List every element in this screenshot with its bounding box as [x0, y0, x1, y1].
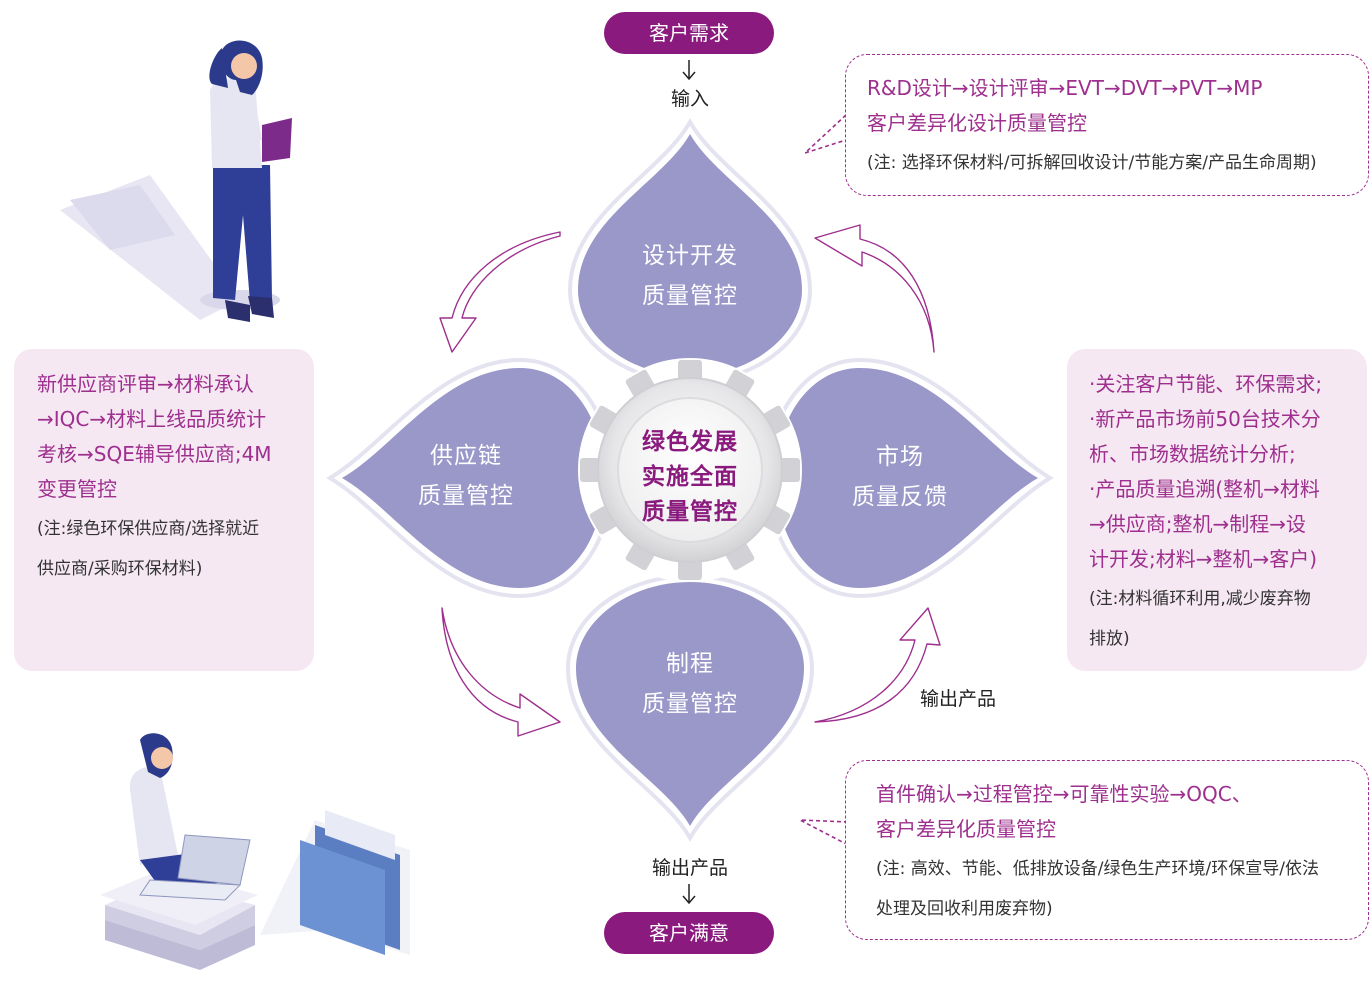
- process-diff-text: 客户差异化质量管控: [876, 817, 1056, 841]
- process-note-1: (注: 高效、节能、低排放设备/绿色生产环境/环保宣导/依法: [876, 859, 1319, 879]
- supply-note-1: (注:绿色环保供应商/选择就近: [37, 519, 260, 539]
- callout-tails: [799, 114, 849, 846]
- design-note: (注: 选择环保材料/可拆解回收设计/节能方案/产品生命周期): [867, 153, 1317, 173]
- market-note-2: 排放): [1089, 629, 1130, 649]
- petal-market-line2: 质量反馈: [852, 484, 948, 510]
- center-line2: 实施全面: [642, 464, 738, 490]
- market-note-1: (注:材料循环利用,减少废弃物: [1089, 589, 1311, 609]
- petal-design: 设计开发 质量管控: [600, 236, 780, 316]
- supply-line-2: →IQC→材料上线品质统计: [37, 407, 267, 431]
- right-output-product-label: 输出产品: [919, 688, 996, 710]
- petal-market: 市场 质量反馈: [810, 437, 990, 517]
- supply-chain-box: 新供应商评审→材料承认 →IQC→材料上线品质统计 考核→SQE辅导供应商;4M…: [14, 349, 314, 671]
- cycle-arrows: [439, 224, 941, 737]
- customer-satisfaction-pill: 客户满意: [604, 912, 774, 954]
- market-line-1: ·关注客户节能、环保需求;: [1089, 372, 1323, 396]
- supply-note-2: 供应商/采购环保材料): [37, 559, 203, 579]
- market-line-2: ·新产品市场前50台技术分: [1089, 407, 1321, 431]
- petal-supply-line1: 供应链: [430, 443, 502, 469]
- supply-line-3: 考核→SQE辅导供应商;4M: [37, 442, 272, 466]
- process-callout: 首件确认→过程管控→可靠性实验→OQC、 客户差异化质量管控 (注: 高效、节能…: [845, 760, 1369, 940]
- design-callout: R&D设计→设计评审→EVT→DVT→PVT→MP 客户差异化设计质量管控 (注…: [845, 54, 1369, 196]
- petal-supply: 供应链 质量管控: [376, 436, 556, 516]
- output-product-label: 输出产品: [651, 857, 728, 879]
- input-label: 输入: [670, 88, 709, 110]
- customer-demand-pill: 客户需求: [604, 12, 774, 54]
- petal-design-line2: 质量管控: [642, 283, 738, 309]
- petal-shapes: [326, 117, 1054, 843]
- supply-line-1: 新供应商评审→材料承认: [37, 372, 254, 396]
- woman-clipboard-illustration: [60, 40, 292, 322]
- petal-design-line1: 设计开发: [642, 243, 738, 269]
- petal-market-line1: 市场: [876, 444, 924, 470]
- process-flow-text: 首件确认→过程管控→可靠性实验→OQC、: [876, 782, 1252, 806]
- center-gear: [578, 358, 802, 582]
- petal-process: 制程 质量管控: [600, 644, 780, 724]
- center-line3: 质量管控: [642, 499, 738, 525]
- market-line-4: ·产品质量追溯(整机→材料: [1089, 477, 1320, 501]
- design-diff-text: 客户差异化设计质量管控: [867, 111, 1087, 135]
- process-note-2: 处理及回收利用废弃物): [876, 899, 1053, 919]
- petal-process-line1: 制程: [666, 651, 714, 677]
- market-line-5: →供应商;整机→制程→设: [1089, 512, 1307, 536]
- man-laptop-illustration: [100, 733, 410, 970]
- market-line-3: 析、市场数据统计分析;: [1089, 442, 1296, 466]
- petal-process-line2: 质量管控: [642, 691, 738, 717]
- center-title: 绿色发展 实施全面 质量管控: [610, 425, 770, 530]
- center-line1: 绿色发展: [642, 429, 738, 455]
- market-line-6: 计开发;材料→整机→客户): [1089, 547, 1318, 571]
- market-feedback-box: ·关注客户节能、环保需求; ·新产品市场前50台技术分 析、市场数据统计分析; …: [1067, 349, 1367, 671]
- flow-arrows: [682, 60, 696, 905]
- design-flow-text: R&D设计→设计评审→EVT→DVT→PVT→MP: [867, 76, 1263, 100]
- petal-supply-line2: 质量管控: [418, 483, 514, 509]
- supply-line-4: 变更管控: [37, 477, 117, 501]
